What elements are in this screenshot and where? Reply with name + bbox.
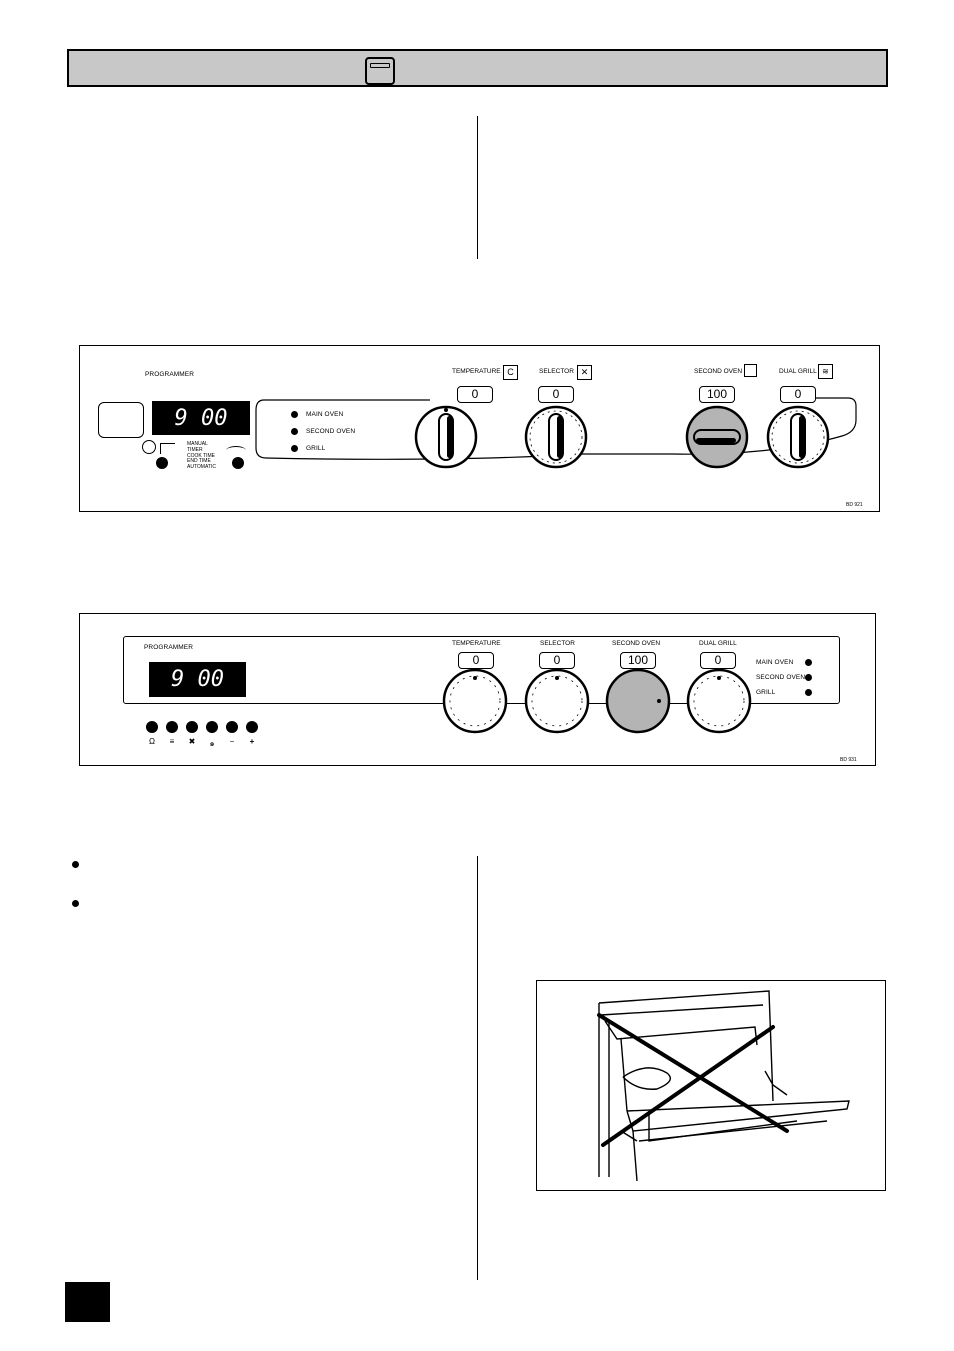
second-oven-indicator-label: SECOND OVEN xyxy=(306,428,356,435)
grill-icon: ≋ xyxy=(818,364,833,379)
cook-time-button[interactable] xyxy=(166,721,178,733)
cook-time-icon: ≡ xyxy=(169,737,175,746)
dual-grill-scale-marker: 0 xyxy=(700,652,736,669)
minus-button[interactable] xyxy=(226,721,238,733)
selector-scale-marker: 0 xyxy=(539,652,575,669)
mode-automatic: AUTOMATIC xyxy=(187,464,216,471)
arc-icon xyxy=(226,446,246,455)
programmer-label: PROGRAMMER xyxy=(145,371,195,378)
second-oven-scale-marker: 100 xyxy=(620,652,656,669)
temperature-scale-marker: 0 xyxy=(458,652,494,669)
control-panel-bd921: PROGRAMMER 9 00 MANUAL TIMER COOK TIME E… xyxy=(79,345,880,512)
grill-indicator-label: GRILL xyxy=(756,689,776,696)
indicator-list: MAIN OVEN SECOND OVEN GRILL xyxy=(756,655,812,700)
second-oven-indicator-label: SECOND OVEN xyxy=(756,674,806,681)
second-oven-knob[interactable] xyxy=(684,404,750,470)
minus-icon: − xyxy=(229,737,235,746)
grill-indicator-label: GRILL xyxy=(306,445,326,452)
mode-legend-bracket xyxy=(160,443,175,454)
main-oven-indicator-label: MAIN OVEN xyxy=(306,411,344,418)
oven-icon xyxy=(365,57,395,85)
mode-manual: MANUAL xyxy=(187,441,208,447)
mode-timer: TIMER xyxy=(187,446,203,453)
dual-grill-label: DUAL GRILL xyxy=(699,640,737,647)
manual-button[interactable] xyxy=(206,721,218,733)
grill-indicator-light xyxy=(291,445,298,452)
temperature-scale-marker: 0 xyxy=(457,386,493,403)
oven-illustration xyxy=(597,990,850,1182)
bell-button[interactable] xyxy=(146,721,158,733)
dual-grill-scale-marker: 0 xyxy=(780,386,816,403)
main-oven-indicator-label: MAIN OVEN xyxy=(756,659,794,666)
column-divider-bottom xyxy=(477,856,478,1280)
mode-cook-time: COOK TIME xyxy=(187,452,215,459)
second-oven-knob[interactable] xyxy=(605,668,671,734)
celsius-icon: C xyxy=(503,365,518,380)
temperature-label: TEMPERATURE xyxy=(452,640,501,647)
selector-label: SELECTOR xyxy=(540,640,575,647)
selector-knob[interactable] xyxy=(524,668,590,734)
temperature-knob[interactable] xyxy=(413,404,479,470)
main-oven-indicator-light xyxy=(805,659,812,666)
programmer-label: PROGRAMMER xyxy=(144,644,194,651)
mode-end-time: END TIME xyxy=(187,458,211,465)
programmer-display: 9 00 xyxy=(152,401,250,435)
second-oven-label: SECOND OVEN xyxy=(612,640,661,647)
dual-grill-label: DUAL GRILL xyxy=(779,368,817,375)
oven-shelf-warning-figure xyxy=(536,980,886,1191)
second-oven-indicator-light xyxy=(805,674,812,681)
selector-knob[interactable] xyxy=(523,404,589,470)
figure-ref: BD 931 xyxy=(840,757,857,763)
second-oven-scale-marker: 100 xyxy=(699,386,735,403)
end-time-button[interactable] xyxy=(186,721,198,733)
figure-ref: BD 921 xyxy=(846,502,863,508)
bullet-point xyxy=(72,900,79,907)
clock-icon xyxy=(142,440,156,454)
plus-button[interactable] xyxy=(246,721,258,733)
plus-icon: + xyxy=(249,737,255,746)
selector-scale-marker: 0 xyxy=(538,386,574,403)
grill-indicator-light xyxy=(805,689,812,696)
dual-grill-knob[interactable] xyxy=(765,404,831,470)
end-time-icon: ✖ xyxy=(188,737,196,746)
second-oven-icon xyxy=(744,364,757,377)
programmer-button-row: Ω ≡ ✖ ๑ − + xyxy=(146,721,258,750)
second-oven-label: SECOND OVEN xyxy=(694,368,743,375)
section-header-bar xyxy=(67,49,888,87)
bullet-point xyxy=(72,861,79,868)
bell-icon: Ω xyxy=(149,737,155,746)
dual-grill-knob[interactable] xyxy=(686,668,752,734)
programmer-display: 9 00 xyxy=(149,662,246,697)
main-oven-indicator-light xyxy=(291,411,298,418)
indicator-list: MAIN OVEN SECOND OVEN GRILL xyxy=(291,406,355,457)
second-oven-indicator-light xyxy=(291,428,298,435)
temperature-knob[interactable] xyxy=(442,668,508,734)
column-divider-top xyxy=(477,116,478,259)
selector-label: SELECTOR xyxy=(539,368,574,375)
mode-list: MANUAL TIMER COOK TIME END TIME AUTOMATI… xyxy=(187,441,216,471)
set-time-button[interactable] xyxy=(232,457,244,469)
mode-select-button[interactable] xyxy=(156,457,168,469)
manual-icon: ๑ xyxy=(209,739,215,748)
selector-icon: ✕ xyxy=(577,365,592,380)
page-number-block xyxy=(65,1282,110,1322)
control-panel-bd931: PROGRAMMER 9 00 TEMPERATURE SELECTOR SEC… xyxy=(79,613,876,766)
temperature-label: TEMPERATURE xyxy=(452,368,501,375)
programmer-blank-button[interactable] xyxy=(98,402,144,438)
